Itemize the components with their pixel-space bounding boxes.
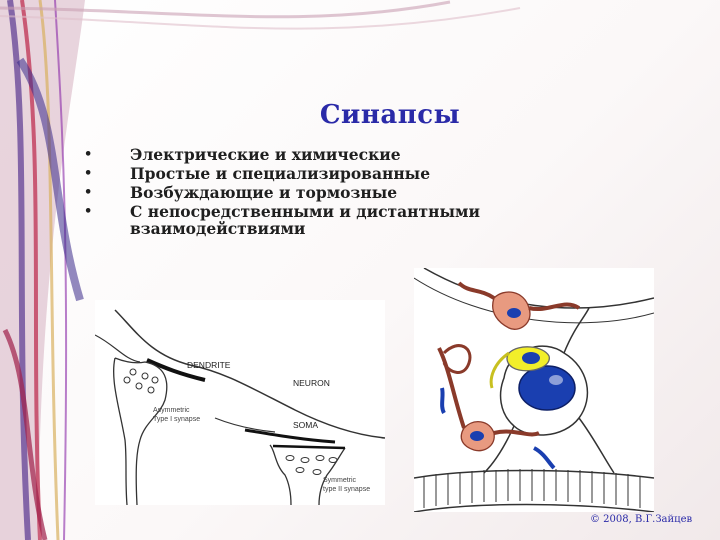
bullet-text: Электрические и химические [130,145,401,164]
bullet-dot: • [84,204,93,219]
label-dendrite: DENDRITE [187,360,231,370]
bullet-dot: • [84,147,93,162]
label-soma: SOMA [293,420,318,430]
label-neuron: NEURON [293,378,330,388]
bullet-dot: • [84,185,93,200]
label-asymmetric-2: Type I synapse [153,416,200,423]
bullet-item: • Возбуждающие и тормозные [84,184,544,201]
synapse-types-drawing: DENDRITE NEURON SOMA Asymmetric Type I s… [94,309,386,506]
bullet-item: • Простые и специализированные [84,165,544,182]
bullet-list: • Электрические и химические • Простые и… [84,146,544,239]
bullet-item: • Электрические и химические [84,146,544,163]
bullet-text: Возбуждающие и тормозные [130,183,398,202]
synapse-types-diagram: DENDRITE NEURON SOMA Asymmetric Type I s… [94,300,386,506]
bullet-text: Простые и специализированные [130,164,431,183]
bullet-item: • С непосредственными и дистантными взаи… [84,203,544,237]
label-symmetric-1: Symmetric [323,477,357,484]
slide-title: Синапсы [319,100,461,130]
copyright-text: © 2008, В.Г.Зайцев [590,514,693,525]
bullet-dot: • [84,166,93,181]
neuron-synapses-illustration [413,267,655,513]
label-symmetric-2: type II synapse [323,486,370,493]
neuron-drawing [413,267,655,513]
label-asymmetric-1: Asymmetric [153,407,190,414]
bullet-text: С непосредственными и дистантными взаимо… [130,202,480,238]
